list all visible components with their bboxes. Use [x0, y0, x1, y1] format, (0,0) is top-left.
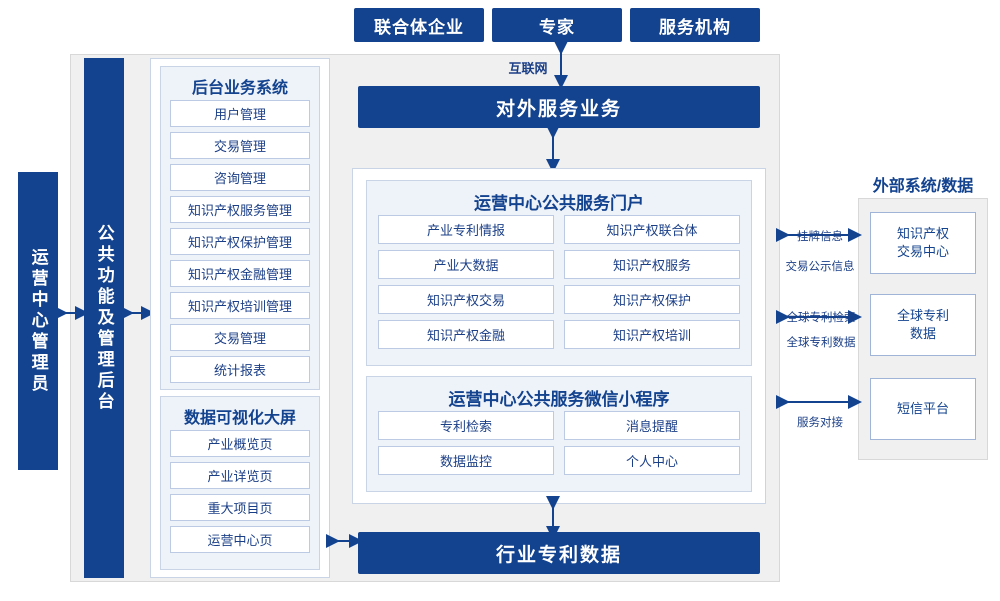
- arrow-service-to-portal: [546, 125, 560, 173]
- left-bar-common-functions: 公共功能及管理后台: [84, 58, 124, 578]
- arrow-visual-to-industry: [326, 534, 363, 548]
- external-box-global-patent[interactable]: 全球专利 数据: [870, 294, 976, 356]
- backend-item-5[interactable]: 知识产权金融管理: [170, 260, 310, 287]
- item-label: 知识产权联合体: [606, 223, 698, 238]
- item-label: 交易管理: [213, 139, 266, 154]
- miniapp-item-3[interactable]: 个人中心: [564, 446, 740, 475]
- industry-patent-data-title: 行业专利数据: [495, 544, 622, 566]
- external-label-4: 服务对接: [797, 417, 843, 429]
- external-label-1: 交易公示信息: [785, 261, 855, 273]
- arrow-admin-to-common: [54, 306, 89, 320]
- item-label: 产业详览页: [207, 469, 273, 484]
- top-button-label: 联合体企业: [374, 17, 464, 37]
- portal-item-1[interactable]: 知识产权联合体: [564, 215, 740, 244]
- item-label: 知识产权服务: [612, 258, 691, 273]
- visual-item-0[interactable]: 产业概览页: [170, 430, 310, 457]
- left-bar-admin: 运营中心管理员: [18, 172, 58, 470]
- visual-item-2[interactable]: 重大项目页: [170, 494, 310, 521]
- top-button-service-org[interactable]: 服务机构: [630, 8, 760, 42]
- portal-item-3[interactable]: 知识产权服务: [564, 250, 740, 279]
- item-label: 个人中心: [625, 454, 678, 469]
- visual-item-3[interactable]: 运营中心页: [170, 526, 310, 553]
- arrow-internet: [554, 41, 568, 89]
- item-label: 知识产权交易: [426, 293, 505, 308]
- backend-business-title: 后台业务系统: [191, 80, 288, 97]
- miniapp-item-0[interactable]: 专利检索: [378, 411, 554, 440]
- portal-item-0[interactable]: 产业专利情报: [378, 215, 554, 244]
- item-label: 产业大数据: [433, 258, 499, 273]
- arrow-external-1: [776, 228, 862, 242]
- external-service-bar: 对外服务业务: [358, 86, 760, 128]
- backend-item-1[interactable]: 交易管理: [170, 132, 310, 159]
- item-label: 消息提醒: [625, 419, 678, 434]
- external-label-0: 挂牌信息: [797, 231, 843, 243]
- miniapp-item-2[interactable]: 数据监控: [378, 446, 554, 475]
- item-label: 统计报表: [213, 363, 266, 378]
- external-label-3: 全球专利数据: [786, 337, 856, 349]
- backend-item-8[interactable]: 统计报表: [170, 356, 310, 383]
- item-label: 产业概览页: [207, 437, 273, 452]
- arrow-external-3: [776, 395, 862, 409]
- backend-item-6[interactable]: 知识产权培训管理: [170, 292, 310, 319]
- external-box-sms[interactable]: 短信平台: [870, 378, 976, 440]
- left-bar-label: 运营中心管理员: [28, 247, 48, 395]
- item-label: 知识产权培训管理: [187, 299, 292, 314]
- portal-item-5[interactable]: 知识产权保护: [564, 285, 740, 314]
- external-service-title: 对外服务业务: [495, 98, 622, 120]
- external-title: 外部系统/数据: [872, 178, 974, 195]
- portal-panel-title: 运营中心公共服务门户: [474, 194, 644, 213]
- item-label: 数据监控: [439, 454, 492, 469]
- item-label: 交易管理: [213, 331, 266, 346]
- item-label: 知识产权保护: [612, 293, 691, 308]
- item-label: 知识产权金融: [426, 328, 505, 343]
- top-button-label: 服务机构: [659, 17, 731, 37]
- miniapp-panel-title: 运营中心公共服务微信小程序: [448, 390, 670, 409]
- portal-item-6[interactable]: 知识产权金融: [378, 320, 554, 349]
- backend-item-4[interactable]: 知识产权保护管理: [170, 228, 310, 255]
- internet-label: 互联网: [508, 61, 548, 76]
- backend-item-7[interactable]: 交易管理: [170, 324, 310, 351]
- top-button-consortium[interactable]: 联合体企业: [354, 8, 484, 42]
- external-box-label: 知识产权 交易中心: [896, 226, 949, 259]
- item-label: 专利检索: [439, 419, 492, 434]
- arrow-portal-to-industry: [546, 496, 560, 540]
- item-label: 用户管理: [213, 107, 266, 122]
- portal-item-4[interactable]: 知识产权交易: [378, 285, 554, 314]
- visual-panel-title: 数据可视化大屏: [183, 410, 296, 427]
- portal-item-2[interactable]: 产业大数据: [378, 250, 554, 279]
- backend-item-3[interactable]: 知识产权服务管理: [170, 196, 310, 223]
- item-label: 重大项目页: [207, 501, 273, 516]
- item-label: 咨询管理: [213, 171, 266, 186]
- top-button-label: 专家: [539, 17, 575, 37]
- backend-item-0[interactable]: 用户管理: [170, 100, 310, 127]
- miniapp-item-1[interactable]: 消息提醒: [564, 411, 740, 440]
- external-box-label: 全球专利 数据: [896, 308, 949, 341]
- left-bar-label: 公共功能及管理后台: [94, 223, 114, 413]
- item-label: 产业专利情报: [426, 223, 505, 238]
- item-label: 知识产权培训: [612, 328, 691, 343]
- external-box-ip-exchange[interactable]: 知识产权 交易中心: [870, 212, 976, 274]
- arrow-common-to-backend: [120, 306, 155, 320]
- industry-patent-data-bar: 行业专利数据: [358, 532, 760, 574]
- external-label-2: 全球专利检索: [786, 312, 856, 324]
- item-label: 知识产权保护管理: [187, 235, 292, 250]
- arrow-external-2: [776, 310, 862, 324]
- item-label: 知识产权金融管理: [187, 267, 292, 282]
- backend-item-2[interactable]: 咨询管理: [170, 164, 310, 191]
- item-label: 知识产权服务管理: [187, 203, 292, 218]
- visual-item-1[interactable]: 产业详览页: [170, 462, 310, 489]
- top-button-expert[interactable]: 专家: [492, 8, 622, 42]
- external-box-label: 短信平台: [896, 401, 949, 417]
- portal-item-7[interactable]: 知识产权培训: [564, 320, 740, 349]
- item-label: 运营中心页: [207, 533, 273, 548]
